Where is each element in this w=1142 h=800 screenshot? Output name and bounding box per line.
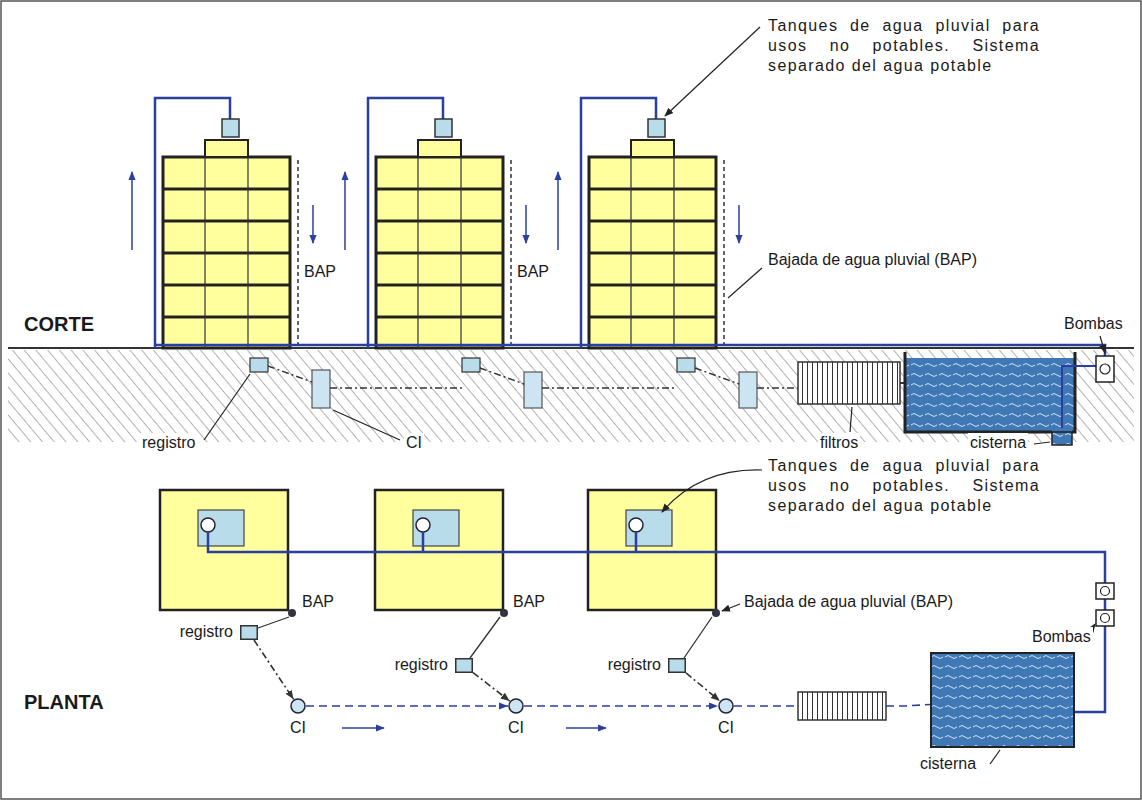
building-plan [375, 490, 503, 610]
registro-box-shape [240, 625, 258, 640]
pump-symbol [1096, 583, 1114, 626]
inspection-chamber [312, 370, 757, 408]
chamber-circle [291, 699, 305, 713]
callout-note: Tanques de agua pluvial para usos no pot… [766, 456, 1042, 516]
registro-box: registro [668, 658, 686, 673]
inspection-chamber: CI [290, 698, 306, 714]
registro-box-shape [455, 658, 473, 673]
node-label: registro [606, 655, 663, 674]
cistern-tank-shape [930, 652, 1075, 748]
registro-box: registro [455, 658, 473, 673]
pump-symbol [1096, 356, 1114, 382]
part-label: BAP [302, 262, 338, 281]
filter [798, 362, 900, 404]
suction-pipe [1062, 366, 1096, 428]
flow-connector [686, 673, 720, 701]
building-plan [588, 490, 716, 610]
inspection-chamber-shape [508, 698, 524, 714]
building-section [132, 98, 313, 348]
flow-connector [306, 705, 508, 707]
part-label: cisterna [968, 433, 1028, 452]
registro-square [669, 659, 686, 673]
leader-line [204, 27, 1105, 444]
node-label: CI [716, 718, 736, 737]
flow-connector [254, 640, 294, 699]
registro-square [241, 626, 258, 640]
cistern-wall [905, 352, 1075, 432]
chamber-circle [509, 699, 523, 713]
inspection-chamber: CI [508, 698, 524, 714]
registro-square [456, 659, 473, 673]
node-label: CI [288, 718, 308, 737]
view-title: PLANTA [22, 690, 106, 714]
registro-box: registro [240, 625, 258, 640]
downpipe-link [258, 617, 712, 658]
cistern-sump [1052, 432, 1072, 445]
filter [798, 692, 886, 720]
callout-note: Tanques de agua pluvial para usos no pot… [766, 16, 1042, 76]
ground-hatch [8, 350, 1134, 442]
cistern-tank: cisterna [930, 652, 1075, 748]
part-label: Bombas [1030, 627, 1093, 646]
part-label: filtros [818, 433, 860, 452]
building-section [558, 98, 739, 348]
drain-line [268, 366, 798, 388]
part-label: Bajada de agua pluvial (BAP) [742, 592, 955, 611]
part-label: Bajada de agua pluvial (BAP) [766, 250, 979, 269]
registro-box-shape [668, 658, 686, 673]
node-label: cisterna [918, 754, 978, 773]
inspection-chamber: CI [718, 698, 734, 714]
flow-connector [734, 704, 930, 706]
flow-connector [524, 705, 718, 707]
part-label: Bombas [1062, 314, 1125, 333]
part-label: BAP [511, 592, 547, 611]
supply-pipe [155, 345, 1105, 356]
flow-arrow [342, 727, 606, 729]
cistern-water [905, 358, 1075, 432]
node-label: registro [393, 655, 450, 674]
node-label: registro [178, 622, 235, 641]
part-label: BAP [515, 262, 551, 281]
part-label: registro [140, 433, 197, 452]
building-plan [160, 490, 288, 610]
view-title: CORTE [22, 312, 96, 336]
chamber-circle [719, 699, 733, 713]
building-section [345, 98, 526, 348]
part-label: BAP [300, 592, 336, 611]
inspection-chamber-shape [290, 698, 306, 714]
cistern-body [931, 653, 1074, 747]
downpipe-dot [288, 609, 720, 617]
part-label: CI [404, 433, 424, 452]
flow-connector [473, 673, 510, 702]
node-label: CI [506, 718, 526, 737]
inspection-chamber-shape [718, 698, 734, 714]
